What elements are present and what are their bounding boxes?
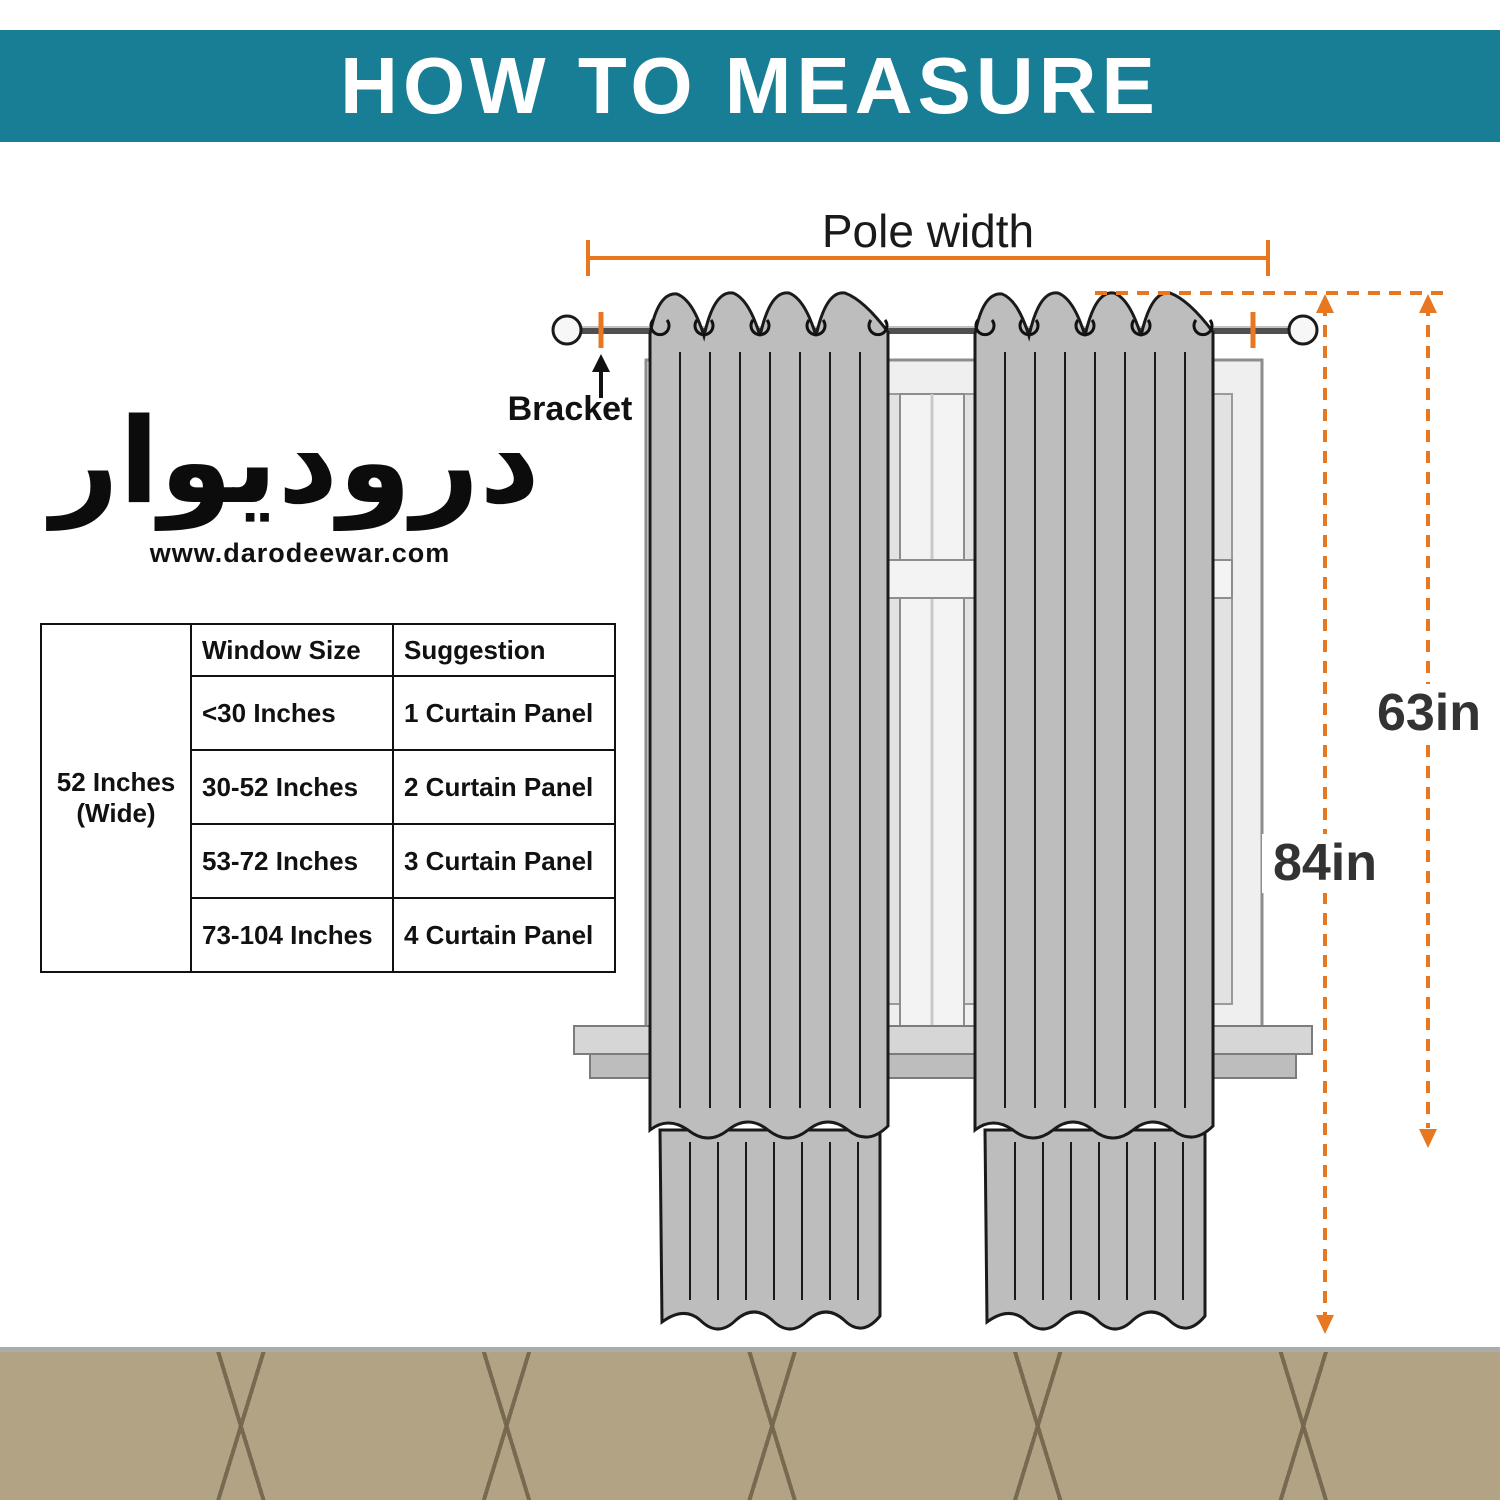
brand-website-url: www.darodeewar.com bbox=[149, 537, 451, 568]
window-size-cell: 30-52 Inches bbox=[190, 749, 394, 825]
rod-finial-right bbox=[1287, 314, 1319, 346]
suggestion-cell: 4 Curtain Panel bbox=[392, 897, 616, 973]
brand-logo: درودیوار www.darodeewar.com bbox=[50, 388, 540, 569]
window-size-cell: 73-104 Inches bbox=[190, 897, 394, 973]
length-63in-label: 63in bbox=[1366, 684, 1492, 743]
floor bbox=[0, 1347, 1500, 1500]
table-row: 73-104 Inches 4 Curtain Panel bbox=[41, 897, 616, 973]
curtain-panel-right bbox=[973, 291, 1215, 1331]
curtain-panel-left bbox=[648, 291, 890, 1331]
suggestion-cell: 1 Curtain Panel bbox=[392, 675, 616, 751]
column-header-window-size: Window Size bbox=[190, 623, 394, 677]
header-banner: HOW TO MEASURE bbox=[0, 30, 1500, 142]
panel-width-cell: 52 Inches (Wide) bbox=[40, 623, 192, 973]
pole-width-label: Pole width bbox=[821, 205, 1035, 257]
suggestion-cell: 2 Curtain Panel bbox=[392, 749, 616, 825]
column-header-suggestion: Suggestion bbox=[392, 623, 616, 677]
pole-width-measure bbox=[586, 240, 1270, 348]
window-size-cell: <30 Inches bbox=[190, 675, 394, 751]
table-row: <30 Inches 1 Curtain Panel bbox=[41, 675, 616, 751]
table-row: 53-72 Inches 3 Curtain Panel bbox=[41, 823, 616, 899]
length-measure-lines bbox=[1095, 291, 1445, 1316]
measure-arrowheads bbox=[1316, 294, 1437, 1334]
bracket-label: Bracket bbox=[507, 390, 633, 428]
bracket-arrow bbox=[592, 354, 610, 398]
rod-finial-left bbox=[551, 314, 583, 346]
size-suggestion-table: 52 Inches (Wide) Window Size Suggestion … bbox=[40, 623, 616, 973]
length-84in-label: 84in bbox=[1262, 834, 1388, 893]
window-size-cell: 53-72 Inches bbox=[190, 823, 394, 899]
table-row: 30-52 Inches 2 Curtain Panel bbox=[41, 749, 616, 825]
brand-logo-calligraphy: درودیوار bbox=[50, 392, 540, 530]
suggestion-cell: 3 Curtain Panel bbox=[392, 823, 616, 899]
page-title: HOW TO MEASURE bbox=[340, 41, 1160, 130]
